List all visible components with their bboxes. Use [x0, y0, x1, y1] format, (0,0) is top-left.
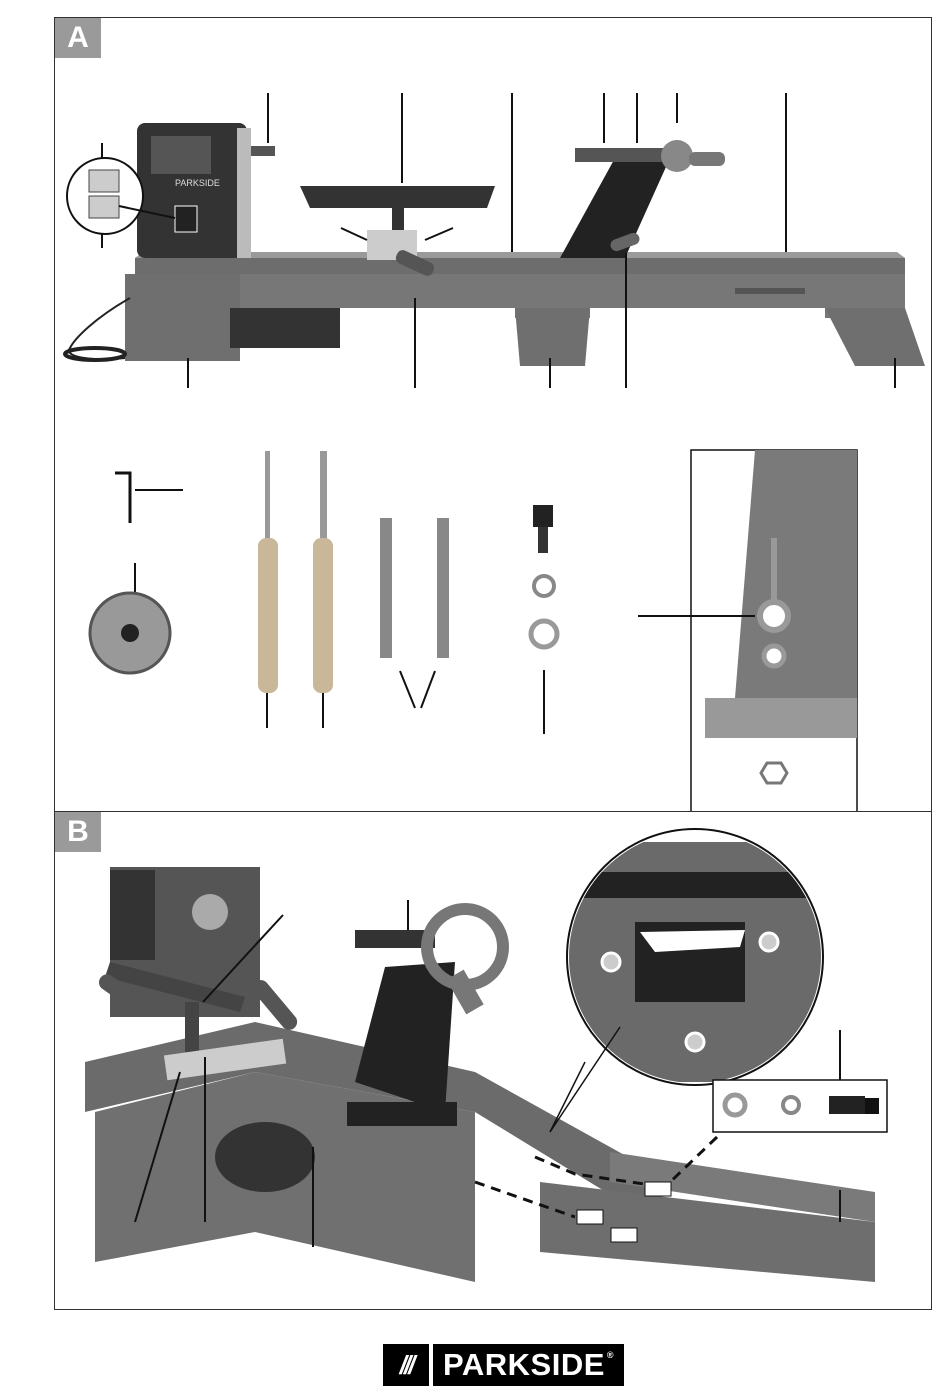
- stand-left: [125, 274, 240, 361]
- wrench-2: [437, 518, 449, 658]
- assembly-illustration: [55, 812, 931, 1309]
- logo-wordmark: PARKSIDE®: [433, 1344, 624, 1386]
- wrench-1: [380, 518, 392, 658]
- parkside-logo: /// PARKSIDE®: [383, 1344, 624, 1386]
- tool-rest: [300, 186, 495, 208]
- logo-slashes: ///: [383, 1344, 429, 1386]
- stand-middle: [515, 308, 590, 366]
- logo-text: PARKSIDE: [443, 1347, 605, 1383]
- handwheel: [661, 140, 693, 172]
- figure-panel-a: A PARKSIDE: [54, 17, 932, 813]
- skew-chisel: [320, 451, 327, 541]
- headstock-brand-label: PARKSIDE: [175, 178, 220, 188]
- spring-washer: [534, 576, 554, 596]
- motor: [230, 308, 340, 348]
- logo-registered-mark: ®: [607, 1350, 614, 1360]
- allen-key: [115, 473, 130, 523]
- lathe-bed: [135, 258, 905, 274]
- figure-panel-b: B: [54, 811, 932, 1310]
- gouge: [265, 451, 270, 541]
- stand-right: [825, 308, 925, 366]
- lathe-overview-illustration: PARKSIDE: [55, 18, 931, 812]
- washer: [531, 621, 557, 647]
- bolt: [533, 505, 553, 527]
